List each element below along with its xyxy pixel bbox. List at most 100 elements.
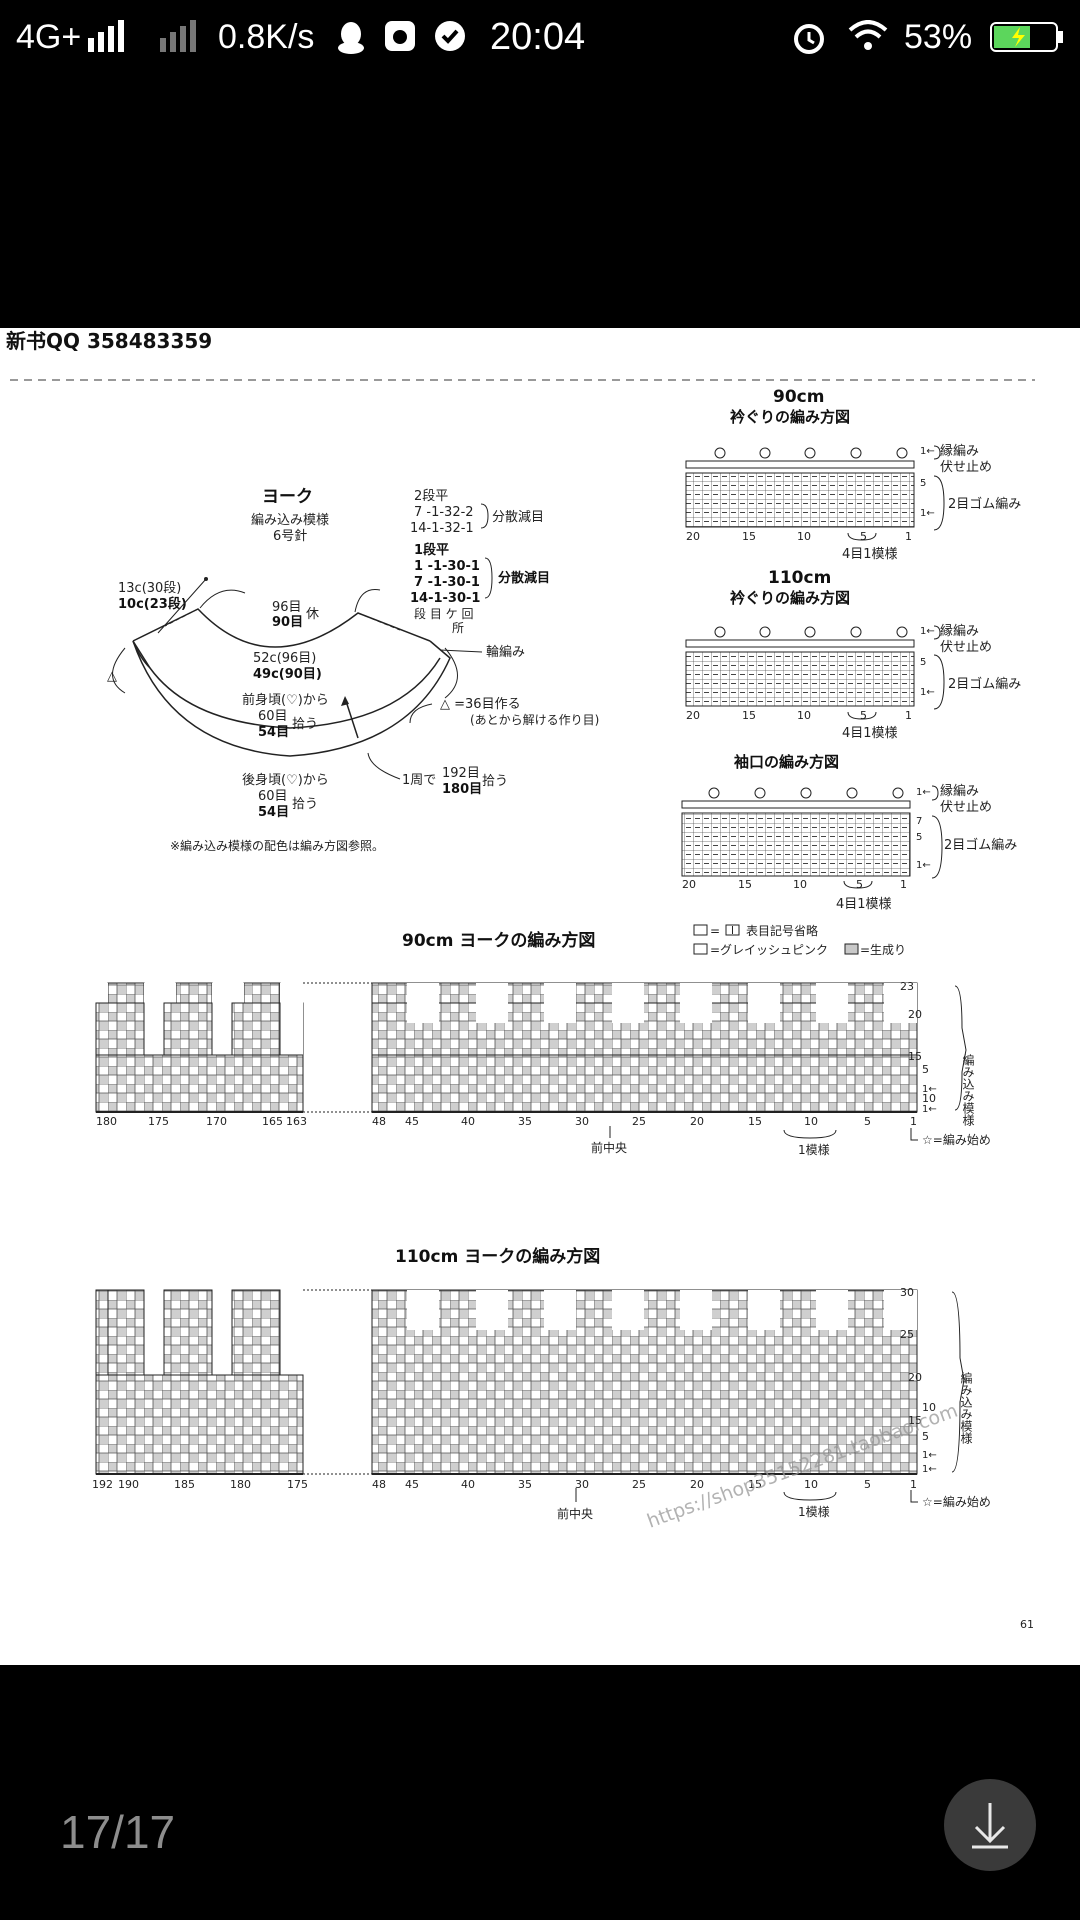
svg-text:☆=編み始め: ☆=編み始め [922,1132,991,1147]
svg-text:10: 10 [804,1478,818,1491]
dec-b-note2: 所 [452,621,464,635]
svg-text:10: 10 [793,878,807,891]
svg-text:20: 20 [908,1008,922,1021]
wifi-icon [848,20,888,60]
front-2: 60目 [258,709,288,724]
svg-text:前中央: 前中央 [591,1140,627,1155]
svg-text:20: 20 [690,1115,704,1128]
svg-text:=生成り: =生成り [860,943,906,957]
svg-text:190: 190 [118,1478,139,1491]
round-1: 1周で [402,773,436,788]
svg-text:5: 5 [860,709,867,722]
network-speed: 0.8K/s [218,18,315,56]
svg-text:1←: 1← [920,626,935,637]
svg-text:1←: 1← [922,1464,937,1475]
svg-text:5: 5 [922,1430,929,1443]
knitting-pattern-page[interactable]: 新书QQ 358483359 ヨーク 編み込み模様 6号針 2段平 7 -1-3… [0,328,1080,1665]
svg-text:5: 5 [860,530,867,543]
svg-text:7: 7 [916,816,922,827]
header-watermark: 新书QQ 358483359 [6,329,212,353]
svg-text:1: 1 [910,1478,917,1491]
svg-text:1: 1 [900,878,907,891]
svg-text:48: 48 [372,1478,386,1491]
svg-text:40: 40 [461,1478,475,1491]
svg-text:48: 48 [372,1115,386,1128]
svg-text:1←: 1← [922,1450,937,1461]
svg-text:185: 185 [174,1478,195,1491]
yoke-110-side: 編み込み模様 [959,1371,973,1444]
ring-label: 輪編み [486,644,525,660]
check-icon [434,20,466,60]
page-counter: 17/17 [60,1806,176,1858]
dec-b-4: 14-1-30-1 [410,591,480,606]
svg-text:15: 15 [908,1050,922,1063]
mid-1: 52c(96目) [253,651,316,666]
neck-90-label-edge: 縁編み [940,443,979,459]
neck-90-label-rib: 2目ゴム編み [948,496,1021,512]
svg-text:1: 1 [905,709,912,722]
neck-90-row-top: 1← [920,446,935,457]
dec-a-2: 7 -1-32-2 [414,505,474,520]
svg-text:5: 5 [916,832,922,843]
page-number: 61 [1020,1618,1034,1631]
yoke-sub1: 編み込み模様 [251,512,329,528]
neck-chart-110: 110cm 衿ぐりの編み方図 1← 5 1← 縁編み 伏せ止め 2目ゴム編み 2… [685,568,1021,741]
yoke-chart-110: 110cm ヨークの編み方図 192 190 185 180 175 48 45… [92,1246,991,1521]
yoke-note: ※編み込み模様の配色は編み方図参照。 [170,838,384,853]
front-3: 54目 [258,725,289,740]
dec-b-note: 段 目 ケ 回 [414,606,473,621]
svg-text:175: 175 [148,1115,169,1128]
svg-text:=: = [710,924,720,938]
svg-text:25: 25 [632,1115,646,1128]
neck-110-size: 110cm [768,568,831,588]
yoke-chart-90: 90cm ヨークの編み方図 180 175 170 [95,930,991,1157]
svg-text:縁編み: 縁編み [940,623,979,639]
mid-2: 49c(90目) [253,667,322,682]
svg-text:40: 40 [461,1115,475,1128]
yoke-90-side: 編み込み模様 [961,1053,975,1126]
svg-text:1: 1 [910,1115,917,1128]
svg-text:縁編み: 縁編み [940,783,979,799]
round-3: 180目 [442,782,482,797]
svg-text:☆=編み始め: ☆=編み始め [922,1494,991,1509]
front-pick: 拾う [292,717,318,732]
svg-text:1模様: 1模様 [798,1505,830,1519]
svg-text:15: 15 [742,530,756,543]
svg-text:4目1模様: 4目1模様 [842,726,898,741]
svg-text:5: 5 [864,1478,871,1491]
svg-text:15: 15 [738,878,752,891]
svg-text:180: 180 [96,1115,117,1128]
svg-text:20: 20 [908,1371,922,1384]
cuff-chart: 袖口の編み方図 1← 7 5 1← 縁編み 伏せ止め 2目ゴム編み 20 15 … [681,753,1017,912]
download-button[interactable] [944,1779,1036,1871]
svg-text:1←: 1← [920,687,935,698]
dec-b-2: 1 -1-30-1 [414,559,480,574]
battery-percent: 53% [904,18,973,56]
svg-text:5: 5 [922,1063,929,1076]
neck-chart-90: 90cm 衿ぐりの編み方図 1← 5 1← 縁編み 伏せ止め 2目ゴム編み 20… [685,387,1021,562]
svg-text:45: 45 [405,1478,419,1491]
svg-text:15: 15 [748,1478,762,1491]
svg-text:45: 45 [405,1115,419,1128]
signal-icon-2 [160,20,204,62]
svg-text:30: 30 [575,1115,589,1128]
svg-text:伏せ止め: 伏せ止め [940,640,992,655]
neck-90-row-1: 1← [920,508,935,519]
svg-text:5: 5 [856,878,863,891]
svg-text:10: 10 [797,530,811,543]
signal-icon [88,20,132,62]
neck-90-title: 衿ぐりの編み方図 [730,408,850,426]
neck-2: 90目 [272,615,303,630]
svg-text:30: 30 [900,1286,914,1299]
neck-90-label-bind: 伏せ止め [940,460,992,475]
cast-2: (あとから解ける作り目) [470,713,599,727]
svg-text:2目ゴム編み: 2目ゴム編み [944,837,1017,853]
yoke-diagram: ヨーク 編み込み模様 6号針 2段平 7 -1-32-2 14-1-32-1 分… [107,487,599,853]
svg-text:前中央: 前中央 [557,1506,593,1521]
alarm-icon [792,20,826,62]
svg-text:1←: 1← [916,787,931,798]
svg-text:170: 170 [206,1115,227,1128]
neck-90-repeat: 4目1模様 [842,547,898,562]
svg-text:30: 30 [575,1478,589,1491]
yoke-110-title: 110cm ヨークの編み方図 [395,1246,600,1267]
